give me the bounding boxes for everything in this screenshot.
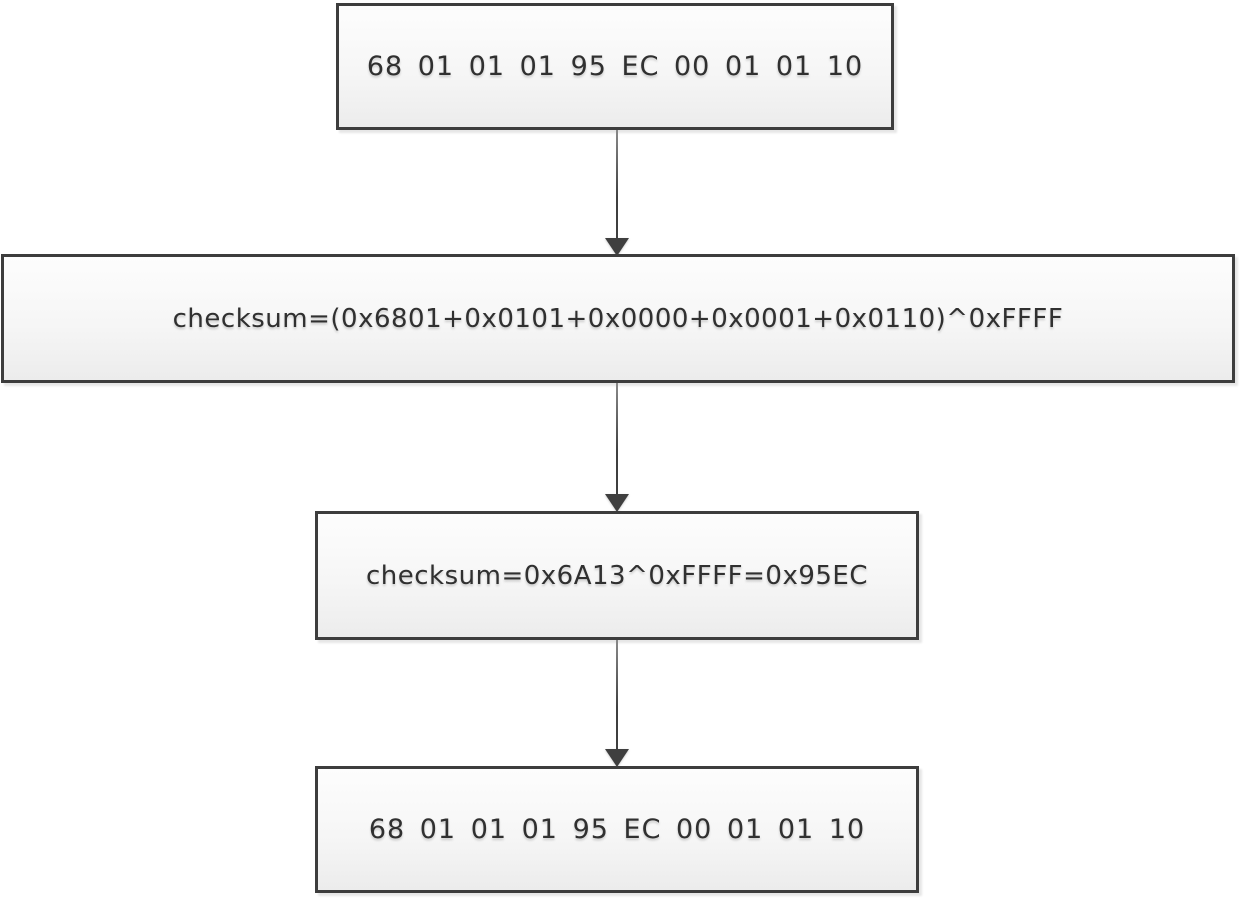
flow-node-checksum-formula: checksum=(0x6801+0x0101+0x0000+0x0001+0x… xyxy=(1,254,1235,383)
checksum-result-text: checksum=0x6A13^0xFFFF=0x95EC xyxy=(365,560,868,591)
flow-arrow-1 xyxy=(605,130,629,256)
arrow-line xyxy=(616,130,618,242)
flow-arrow-3 xyxy=(605,640,629,767)
flow-node-frame-output: 68 01 01 01 95 EC 00 01 01 10 xyxy=(315,766,919,893)
arrow-down-icon xyxy=(605,749,629,767)
flow-arrow-2 xyxy=(605,383,629,512)
frame-output-text: 68 01 01 01 95 EC 00 01 01 10 xyxy=(368,814,866,845)
flow-node-frame-input: 68 01 01 01 95 EC 00 01 01 10 xyxy=(336,3,894,130)
frame-input-text: 68 01 01 01 95 EC 00 01 01 10 xyxy=(366,51,864,82)
flow-node-checksum-result: checksum=0x6A13^0xFFFF=0x95EC xyxy=(315,511,919,640)
arrow-down-icon xyxy=(605,238,629,256)
arrow-line xyxy=(616,640,618,753)
arrow-down-icon xyxy=(605,494,629,512)
checksum-formula-text: checksum=(0x6801+0x0101+0x0000+0x0001+0x… xyxy=(172,303,1064,334)
arrow-line xyxy=(616,383,618,498)
